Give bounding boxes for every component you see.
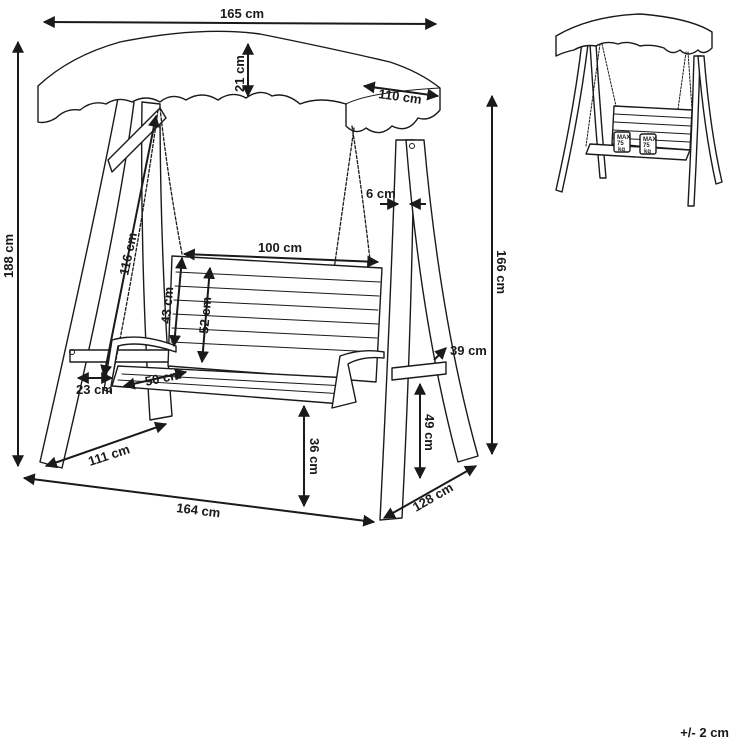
label-frame-height: 166 cm (494, 250, 509, 294)
label-frame-gap: 6 cm (366, 186, 396, 201)
label-total-height: 188 cm (1, 234, 16, 278)
label-side-depth: 39 cm (450, 343, 487, 358)
label-armrest: 23 cm (76, 382, 113, 397)
right-armrest (331, 349, 385, 409)
label-seat-width: 100 cm (258, 240, 302, 255)
label-back-total-height: 52 cm (196, 296, 214, 334)
dimension-lines (12, 16, 498, 527)
label-backrest-height: 43 cm (158, 286, 176, 324)
label-width-top: 165 cm (220, 6, 264, 21)
label-leg-span: 111 cm (86, 441, 131, 468)
label-canopy-height: 21 cm (232, 55, 247, 92)
bolt (69, 349, 75, 355)
label-seat-depth: 50 cm (144, 367, 183, 389)
bolt (409, 143, 415, 149)
label-canopy-depth: 110 cm (378, 86, 423, 107)
label-seat-height: 36 cm (307, 438, 322, 475)
svg-text:MAX: MAX (617, 135, 630, 141)
tolerance-note: +/- 2 cm (680, 725, 729, 740)
label-base-width: 164 cm (176, 500, 222, 520)
svg-text:kg: kg (618, 147, 625, 153)
max-load-badge-1 (613, 131, 631, 153)
svg-text:75: 75 (643, 143, 650, 149)
left-side-rail (69, 349, 176, 363)
max-load-badge-2 (639, 133, 657, 155)
thumbnail-illustration: MAX 75 kg MAX 75 kg (555, 13, 723, 207)
label-base-depth: 128 cm (410, 480, 456, 515)
svg-text:75: 75 (617, 141, 624, 147)
svg-text:kg: kg (644, 149, 651, 155)
right-side-rail (391, 361, 447, 381)
left-front-chain (159, 107, 183, 255)
right-front-chain (351, 125, 371, 261)
canopy (37, 30, 441, 134)
label-base-height: 49 cm (422, 414, 437, 451)
front-right-leg (405, 139, 479, 463)
label-chain-length: 116 cm (116, 231, 140, 277)
svg-text:MAX: MAX (643, 137, 656, 143)
